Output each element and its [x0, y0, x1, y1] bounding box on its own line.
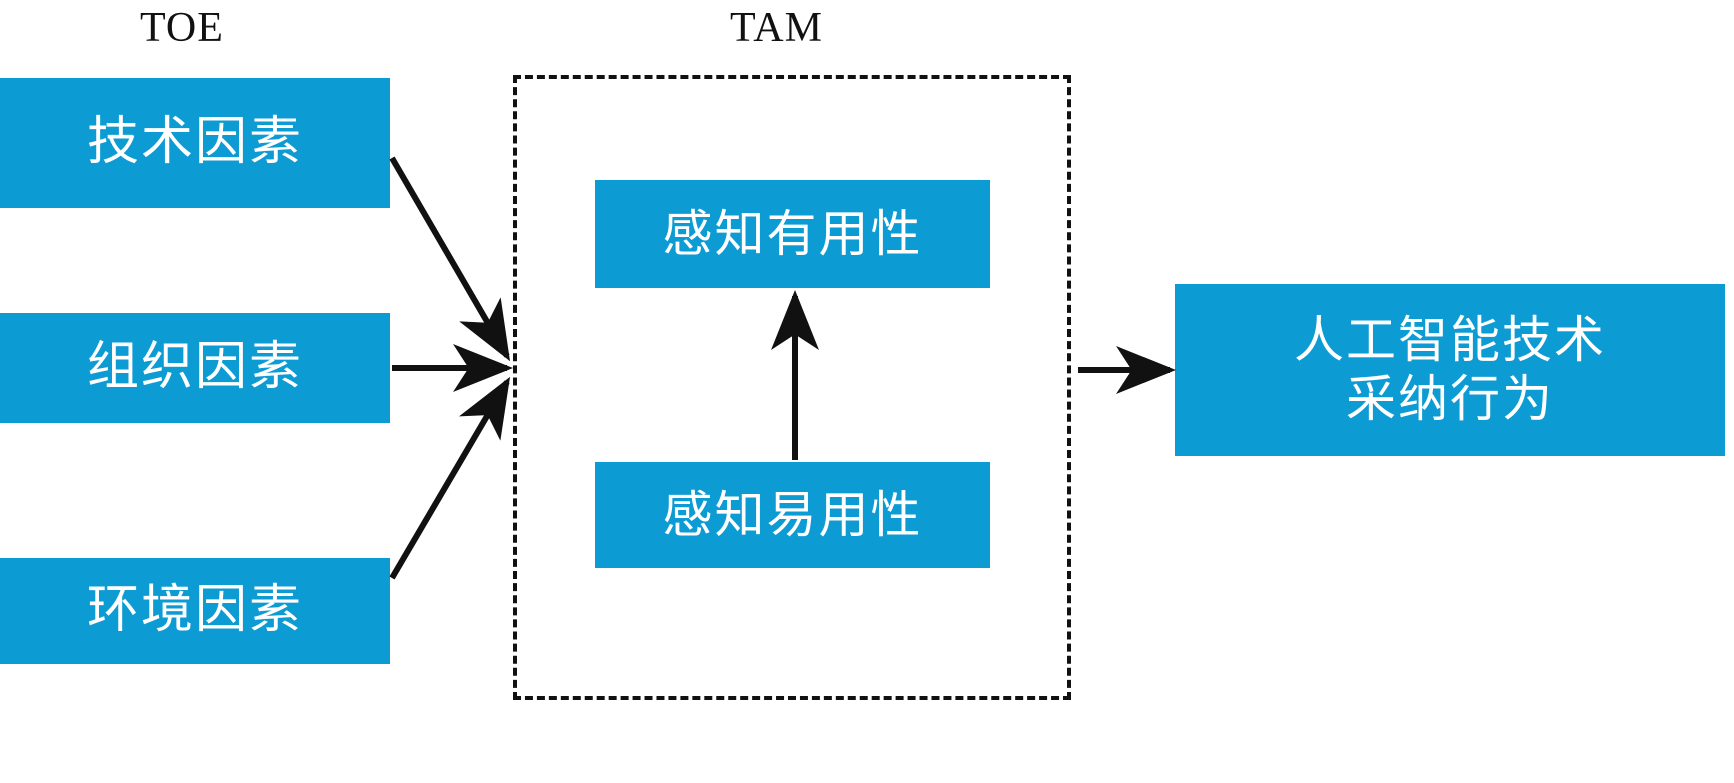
outcome-line-2: 采纳行为: [1346, 370, 1554, 428]
node-environment-factor[interactable]: 环境因素: [0, 558, 390, 664]
outcome-line-1: 人工智能技术: [1294, 311, 1606, 369]
arrow-environment-to-tam: [389, 376, 511, 580]
node-ai-adoption-behavior[interactable]: 人工智能技术 采纳行为: [1175, 284, 1725, 456]
node-technology-factor[interactable]: 技术因素: [0, 78, 390, 208]
node-perceived-ease-of-use[interactable]: 感知易用性: [595, 462, 990, 568]
tam-boundary-frame: [513, 75, 1071, 700]
node-organization-factor[interactable]: 组织因素: [0, 313, 390, 423]
group-title-tam: TAM: [730, 5, 823, 51]
group-title-toe: TOE: [140, 5, 224, 51]
arrow-technology-to-tam: [389, 156, 511, 362]
node-perceived-usefulness[interactable]: 感知有用性: [595, 180, 990, 288]
